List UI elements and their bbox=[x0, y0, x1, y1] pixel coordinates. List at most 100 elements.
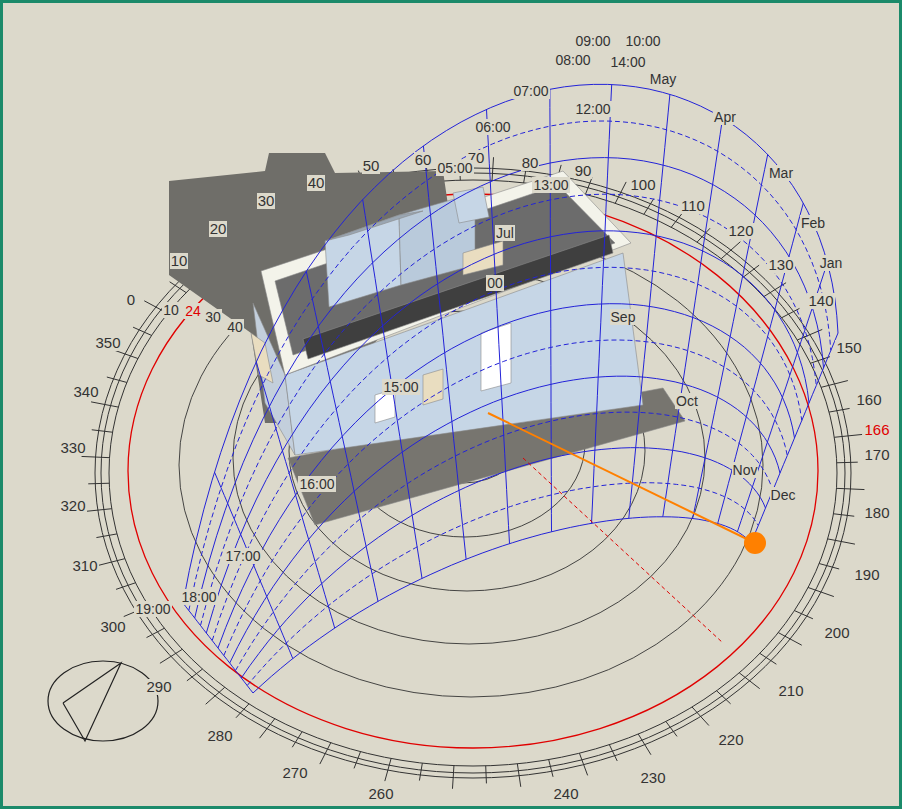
compass-tick bbox=[609, 745, 617, 761]
hour-label: 19:00 bbox=[134, 601, 171, 617]
compass-tick bbox=[837, 462, 858, 464]
compass-tick bbox=[549, 760, 553, 777]
compass-tick bbox=[666, 721, 677, 736]
compass-tick bbox=[585, 178, 591, 195]
compass-degree: 230 bbox=[639, 770, 666, 786]
shadow-ray bbox=[523, 458, 723, 643]
compass-degree: 270 bbox=[281, 765, 308, 781]
sun-path-dashed bbox=[201, 194, 817, 625]
month-label: Sep bbox=[610, 309, 637, 325]
compass-tick bbox=[419, 763, 422, 780]
sun-path-line bbox=[487, 109, 510, 543]
sun-path-line bbox=[751, 333, 838, 543]
compass-tick bbox=[160, 649, 182, 663]
sun-path-line bbox=[663, 118, 723, 517]
compass-tick bbox=[320, 743, 331, 764]
sun-position-dot bbox=[744, 532, 766, 554]
hour-label: 06:00 bbox=[474, 119, 511, 135]
sun-path-line bbox=[241, 448, 765, 678]
compass-degree: 90 bbox=[574, 163, 593, 179]
compass-degree: 240 bbox=[552, 786, 579, 802]
sun-path-dashed bbox=[189, 121, 831, 611]
compass-degree: 110 bbox=[680, 198, 706, 214]
compass-tick bbox=[638, 734, 651, 755]
sun-path-line bbox=[183, 603, 253, 693]
sun-path-line bbox=[718, 203, 804, 523]
compass-tick bbox=[260, 719, 275, 738]
sun-path-line bbox=[195, 158, 824, 618]
hour-label: 00 bbox=[486, 275, 504, 291]
compass-tick bbox=[834, 434, 862, 437]
compass-tick bbox=[82, 456, 110, 457]
sun-path-line bbox=[206, 231, 809, 633]
compass-degree: 10 bbox=[170, 253, 189, 269]
compass-tick bbox=[819, 564, 839, 569]
compass-degree: 160 bbox=[855, 392, 882, 408]
sun-path-mesh bbox=[183, 84, 838, 693]
compass-degree: 100 bbox=[629, 177, 656, 193]
compass-tick bbox=[837, 488, 865, 489]
sun-ray bbox=[488, 413, 755, 543]
compass-degree: 40 bbox=[307, 175, 326, 191]
compass-degree: 150 bbox=[835, 340, 862, 356]
hour-label: 18:00 bbox=[180, 589, 217, 605]
sun-path-line bbox=[550, 89, 552, 532]
altitude-label: 30 bbox=[204, 309, 222, 325]
month-label: May bbox=[649, 71, 677, 87]
compass-degree: 180 bbox=[863, 505, 890, 521]
compass-tick bbox=[644, 199, 654, 215]
month-label: Feb bbox=[800, 215, 826, 231]
compass-degree: 210 bbox=[777, 683, 804, 699]
compass-tick bbox=[88, 483, 109, 485]
compass-tick bbox=[828, 539, 855, 544]
compass-degree: 190 bbox=[853, 567, 880, 583]
label-layer: 0102030405060708090100110120130140150160… bbox=[3, 3, 899, 806]
compass-degree: 220 bbox=[717, 732, 744, 748]
compass-degree: 260 bbox=[367, 786, 394, 802]
hour-label: 05:00 bbox=[436, 160, 473, 176]
hour-label: 16:00 bbox=[298, 476, 335, 492]
month-label: Jan bbox=[819, 255, 844, 271]
month-label: Mar bbox=[768, 165, 794, 181]
compass-tick bbox=[794, 611, 813, 619]
month-label: Apr bbox=[713, 109, 737, 125]
compass-tick bbox=[833, 514, 854, 516]
compass-tick bbox=[717, 691, 731, 704]
compass-tick bbox=[116, 583, 135, 590]
compass-tick bbox=[829, 408, 850, 412]
sun-path-line bbox=[256, 362, 334, 628]
compass-tick bbox=[697, 228, 710, 242]
sun-path-line bbox=[423, 146, 466, 559]
compass-degree: 20 bbox=[209, 221, 228, 237]
hour-label: 09:00 bbox=[574, 33, 611, 49]
month-label: Oct bbox=[675, 393, 699, 409]
compass-degree: 310 bbox=[71, 558, 98, 574]
compass-tick bbox=[187, 669, 203, 681]
compass-degree: 320 bbox=[59, 498, 86, 514]
compass-tick bbox=[579, 753, 587, 775]
hour-label: 12:00 bbox=[574, 101, 611, 117]
hour-label: 08:00 bbox=[554, 52, 591, 68]
compass-tick bbox=[92, 430, 113, 432]
compass-tick bbox=[96, 534, 117, 538]
compass-degree: 120 bbox=[727, 223, 754, 239]
hour-label: 07:00 bbox=[512, 83, 549, 99]
compass-degree: 170 bbox=[863, 447, 890, 463]
compass-tick bbox=[821, 381, 848, 388]
sun-path-dashed bbox=[224, 340, 788, 656]
compass-tick bbox=[485, 766, 487, 784]
compass-degree: 280 bbox=[206, 728, 233, 744]
compass-tick bbox=[236, 704, 249, 718]
compass-degree: 130 bbox=[767, 257, 794, 273]
hour-label: 10:00 bbox=[624, 33, 661, 49]
compass-tick bbox=[744, 265, 760, 277]
hour-label: 13:00 bbox=[532, 177, 569, 193]
sun-path-line bbox=[363, 200, 422, 579]
compass-degree: 350 bbox=[94, 335, 121, 351]
compass-tick bbox=[492, 157, 493, 180]
compass-tick bbox=[692, 707, 709, 726]
compass-degree: 200 bbox=[823, 625, 850, 641]
compass-tick bbox=[84, 509, 112, 512]
compass-tick bbox=[808, 587, 834, 596]
